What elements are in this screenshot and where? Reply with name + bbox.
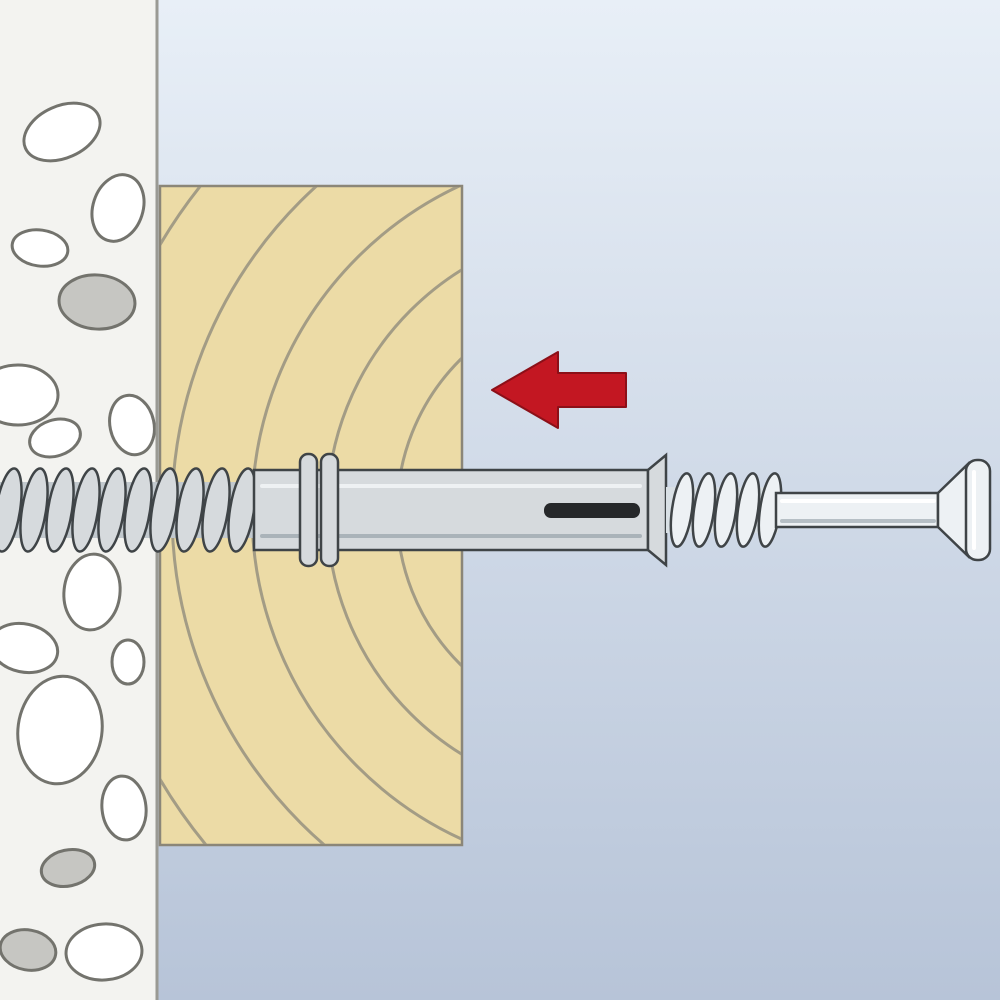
expansion-slot [544, 503, 640, 518]
pore-blob [0, 928, 58, 972]
pore-blob [22, 101, 102, 163]
hammer-direction-arrow [491, 351, 627, 429]
pore-blob [64, 922, 144, 982]
plug-rib [201, 467, 231, 553]
plug-collar-ring [319, 452, 340, 568]
screw-thread-coil [735, 472, 761, 548]
nail-plug [0, 452, 668, 568]
plug-rib [19, 467, 49, 553]
pore-blob [0, 621, 60, 675]
pore-blob [16, 674, 104, 786]
pore-blob [28, 417, 82, 459]
pore-blob [110, 638, 146, 686]
screw-head-face [964, 458, 992, 562]
screw-thread-coil [669, 472, 695, 548]
pore-blob [0, 363, 60, 427]
plug-collar-ring [298, 452, 319, 568]
pore-blob [10, 228, 70, 268]
screw-thread-coil [713, 472, 739, 548]
plug-rim [646, 452, 668, 568]
wall-pores [0, 101, 156, 982]
pore-blob [39, 848, 97, 888]
plug-rib [97, 467, 127, 553]
plug-rib [149, 467, 179, 553]
plug-rib [45, 467, 75, 553]
pore-blob [108, 393, 156, 457]
pore-blob [100, 774, 148, 842]
screw [666, 458, 992, 562]
plug-rib [71, 467, 101, 553]
pore-blob [57, 273, 137, 331]
plug-rib [175, 467, 205, 553]
plug-rib [0, 467, 23, 553]
plug-rib [123, 467, 153, 553]
screw-thread-coil [691, 472, 717, 548]
pore-blob [62, 552, 122, 632]
pore-blob [90, 173, 146, 243]
